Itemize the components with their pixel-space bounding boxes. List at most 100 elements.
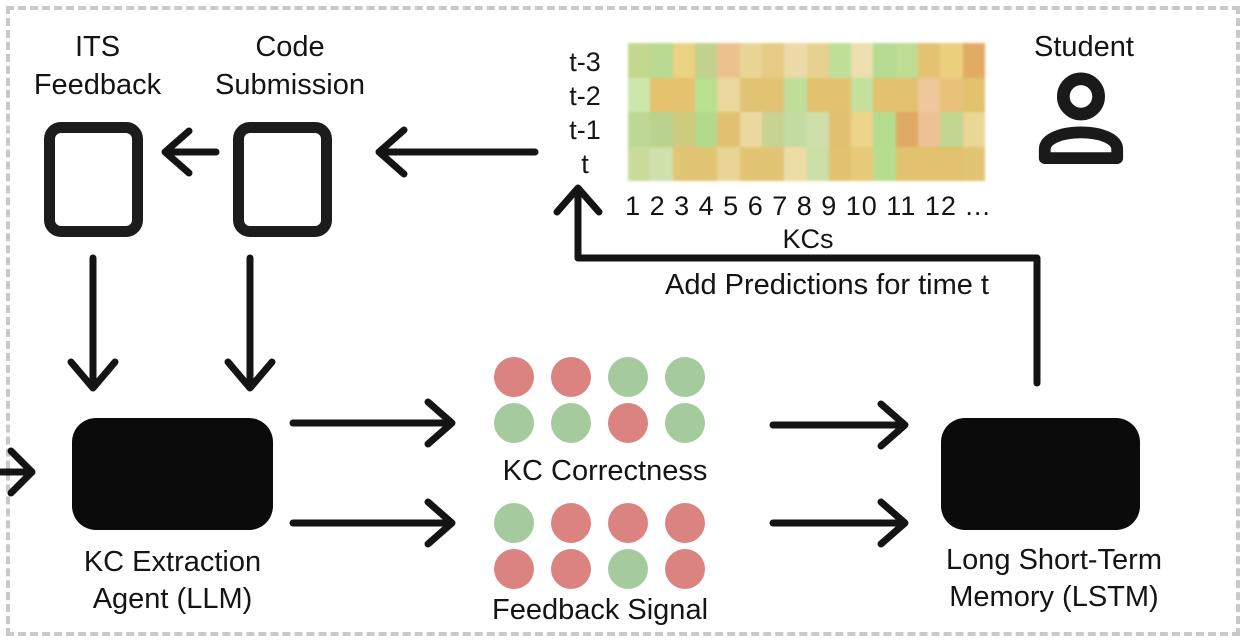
heatmap-cell: [650, 43, 673, 78]
feedback-signal-dots: [494, 503, 705, 589]
heatmap-cell: [873, 43, 896, 78]
heatmap-cell: [940, 43, 963, 78]
heatmap-cell: [628, 77, 651, 112]
heatmap-cell: [918, 43, 941, 78]
heatmap-cell: [895, 112, 919, 147]
heatmap-cell: [628, 112, 651, 147]
heatmap-cell: [628, 146, 651, 181]
kc-extraction-box: [72, 418, 273, 530]
arrow-kc-correctness-to-lstm: [769, 400, 909, 450]
heatmap-cell: [851, 43, 874, 78]
heatmap-cell: [873, 146, 896, 181]
heatmap-cell: [761, 112, 785, 147]
heatmap-cell: [806, 43, 829, 78]
kc-prediction-heatmap: [628, 43, 985, 181]
heatmap-cell: [694, 146, 718, 181]
arrow-code-submission-to-its-feedback: [161, 127, 220, 177]
heatmap-cell: [694, 112, 718, 147]
heatmap-cell: [828, 112, 852, 147]
heatmap-cell: [739, 43, 762, 78]
lstm-label: Long Short-Term Memory (LSTM): [946, 544, 1162, 613]
heatmap-cell: [672, 112, 695, 147]
heatmap-column-ticks: 1 2 3 4 5 6 7 8 9 10 11 12 ...: [625, 191, 991, 221]
kc-correctness-dots: [494, 357, 705, 443]
heatmap-cell: [650, 112, 673, 147]
heatmap-cell: [761, 43, 785, 78]
heatmap-cell: [851, 77, 874, 112]
kc-extraction-label: KC Extraction Agent (LLM): [83, 546, 262, 615]
heatmap-row-label-t1: t-1: [569, 115, 601, 145]
heatmap-cell: [761, 77, 785, 112]
code-submission-label: Code Submission: [215, 31, 365, 101]
heatmap-cell: [739, 112, 762, 147]
heatmap-cell: [672, 146, 695, 181]
heatmap-cell: [962, 43, 985, 78]
arrow-external-input: [0, 447, 36, 497]
heatmap-cell: [717, 77, 740, 112]
heatmap-cell: [962, 146, 985, 181]
code-submission-box: [233, 122, 332, 237]
heatmap-cell: [828, 146, 852, 181]
red-dot: [608, 503, 648, 543]
arrow-feedback-signal-to-lstm: [769, 498, 909, 548]
heatmap-cell: [694, 77, 718, 112]
green-dot: [608, 357, 648, 397]
heatmap-cell: [873, 112, 896, 147]
heatmap-cell: [761, 146, 785, 181]
heatmap-cell: [739, 77, 762, 112]
heatmap-cell: [806, 77, 829, 112]
heatmap-cell: [895, 77, 919, 112]
heatmap-cell: [918, 146, 941, 181]
heatmap-cell: [851, 146, 874, 181]
heatmap-cell: [650, 77, 673, 112]
red-dot: [494, 357, 534, 397]
arrow-code-submission-down: [224, 254, 276, 392]
heatmap-cell: [784, 146, 807, 181]
heatmap-row-label-t: t: [581, 149, 589, 179]
heatmap-cell: [828, 43, 852, 78]
heatmap-cell: [918, 77, 941, 112]
green-dot: [494, 503, 534, 543]
heatmap-cell: [806, 146, 829, 181]
red-dot: [551, 503, 591, 543]
heatmap-cell: [940, 112, 963, 147]
heatmap-cell: [784, 112, 807, 147]
heatmap-cell: [739, 146, 762, 181]
student-label: Student: [1034, 31, 1134, 63]
heatmap-cell: [962, 77, 985, 112]
heatmap-row-label-t2: t-2: [569, 81, 601, 111]
red-dot: [494, 549, 534, 589]
heatmap-axis-label: KCs: [782, 224, 834, 254]
green-dot: [551, 403, 591, 443]
heatmap-cell: [895, 146, 919, 181]
red-dot: [665, 503, 705, 543]
heatmap-cell: [806, 112, 829, 147]
add-predictions-annotation: Add Predictions for time t: [665, 269, 989, 301]
red-dot: [608, 403, 648, 443]
green-dot: [665, 403, 705, 443]
heatmap-cell: [828, 77, 852, 112]
heatmap-cell: [784, 43, 807, 78]
heatmap-cell: [940, 146, 963, 181]
red-dot: [665, 549, 705, 589]
heatmap-cell: [717, 146, 740, 181]
arrow-kc-extraction-to-feedback-signal: [289, 498, 456, 548]
heatmap-cell: [873, 77, 896, 112]
heatmap-cell: [717, 112, 740, 147]
arrow-its-feedback-down: [67, 254, 119, 392]
feedback-signal-label: Feedback Signal: [491, 594, 709, 626]
lstm-box: [941, 418, 1140, 530]
heatmap-cell: [784, 77, 807, 112]
red-dot: [551, 357, 591, 397]
heatmap-cell: [672, 77, 695, 112]
red-dot: [551, 549, 591, 589]
heatmap-cell: [650, 146, 673, 181]
heatmap-row-label-t3: t-3: [569, 47, 601, 77]
green-dot: [665, 357, 705, 397]
arrow-kc-extraction-to-kc-correctness: [289, 398, 456, 448]
heatmap-cell: [672, 43, 695, 78]
student-person-icon: [1038, 72, 1124, 164]
heatmap-cell: [851, 112, 874, 147]
kc-correctness-label: KC Correctness: [502, 455, 708, 487]
